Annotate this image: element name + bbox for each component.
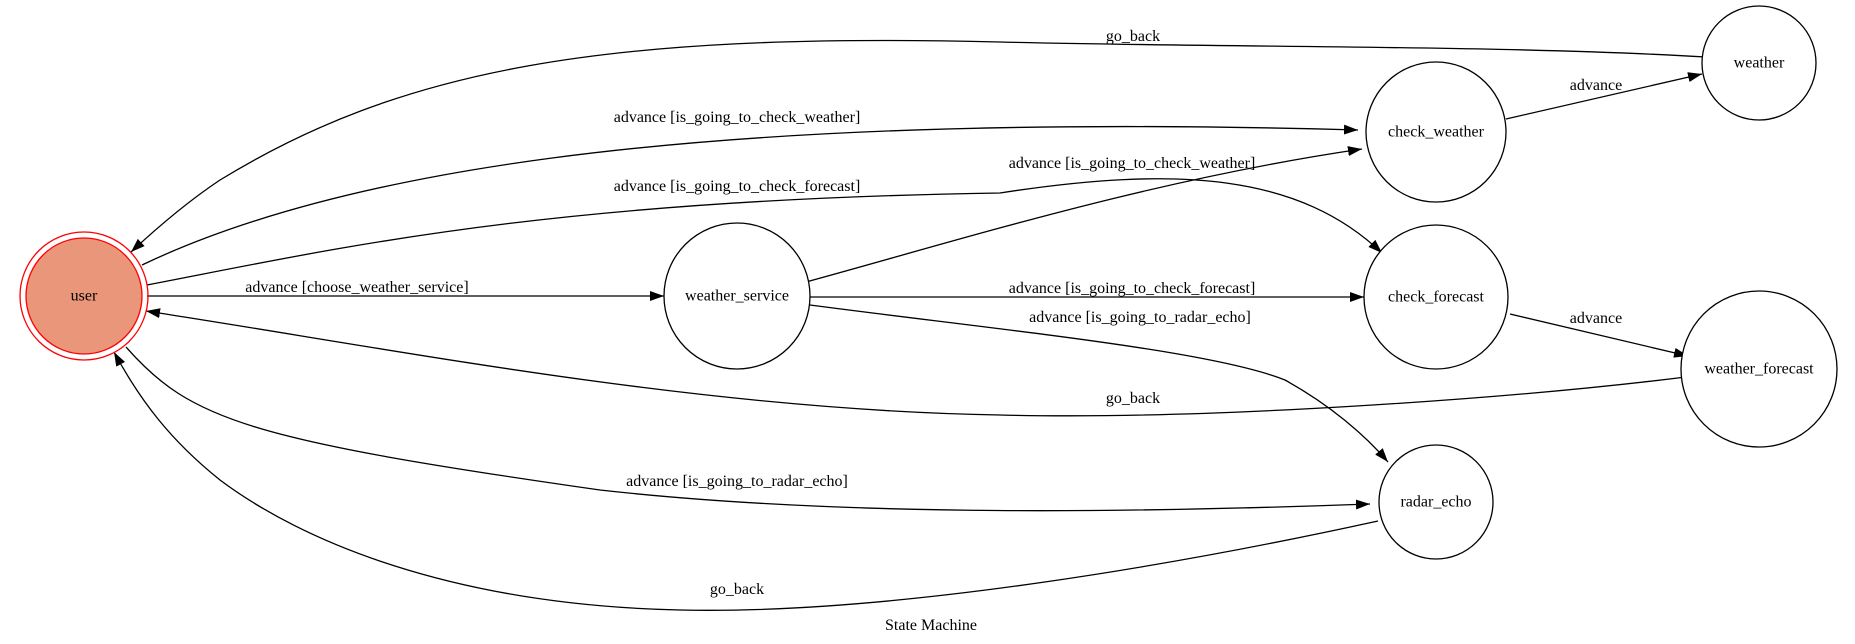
edge-label: advance <box>1570 77 1622 94</box>
edge-label: advance [is_going_to_radar_echo] <box>626 473 848 490</box>
edge-user-to-check-forecast[interactable]: advance [is_going_to_check_forecast] <box>146 178 1383 286</box>
edge-label: advance [is_going_to_check_weather] <box>614 109 861 126</box>
edge-weather-forecast-to-user[interactable]: go_back <box>145 308 1687 417</box>
node-check-forecast[interactable]: check_forecast <box>1363 224 1509 370</box>
edge-weather-service-to-check-weather[interactable]: advance [is_going_to_check_weather] <box>805 146 1363 283</box>
node-label: weather_forecast <box>1704 361 1814 378</box>
node-label: check_forecast <box>1388 289 1484 306</box>
edge-label: advance [is_going_to_check_forecast] <box>1009 280 1256 297</box>
edge-label: advance [choose_weather_service] <box>245 279 468 296</box>
node-radar-echo[interactable]: radar_echo <box>1378 444 1494 560</box>
node-check-weather[interactable]: check_weather <box>1365 61 1507 203</box>
node-user[interactable]: user <box>19 231 149 361</box>
graph-title: State Machine <box>885 617 977 634</box>
node-label: weather_service <box>685 288 789 305</box>
node-label: weather <box>1734 55 1785 72</box>
edge-user-to-radar-echo[interactable]: advance [is_going_to_radar_echo] <box>125 346 1371 512</box>
edge-user-to-check-weather[interactable]: advance [is_going_to_check_weather] <box>141 109 1359 266</box>
edges: advance [choose_weather_service] advance… <box>113 28 1707 611</box>
edge-label: go_back <box>1106 28 1160 45</box>
edge-weather-service-to-check-forecast[interactable]: advance [is_going_to_check_forecast] <box>810 280 1364 302</box>
edge-label: go_back <box>710 581 764 598</box>
edge-check-forecast-to-weather-forecast[interactable]: advance <box>1509 310 1689 358</box>
edge-label: advance [is_going_to_radar_echo] <box>1029 309 1251 326</box>
node-label: user <box>71 288 98 305</box>
edge-weather-service-to-radar-echo[interactable]: advance [is_going_to_radar_echo] <box>809 304 1389 463</box>
node-weather-forecast[interactable]: weather_forecast <box>1680 290 1838 448</box>
node-weather-service[interactable]: weather_service <box>663 222 811 370</box>
edge-user-to-weather-service[interactable]: advance [choose_weather_service] <box>147 279 664 301</box>
edge-weather-to-user[interactable]: go_back <box>130 28 1707 253</box>
node-label: check_weather <box>1388 124 1485 141</box>
edge-radar-echo-to-user[interactable]: go_back <box>113 351 1379 611</box>
node-label: radar_echo <box>1400 494 1471 511</box>
edge-check-weather-to-weather[interactable]: advance <box>1505 72 1703 120</box>
node-weather[interactable]: weather <box>1701 5 1817 121</box>
edge-label: advance [is_going_to_check_weather] <box>1009 155 1256 172</box>
edge-label: advance [is_going_to_check_forecast] <box>614 178 861 195</box>
edge-label: go_back <box>1106 390 1160 407</box>
nodes: user weather_service check_weather check… <box>19 5 1838 560</box>
edge-label: advance <box>1570 310 1622 327</box>
